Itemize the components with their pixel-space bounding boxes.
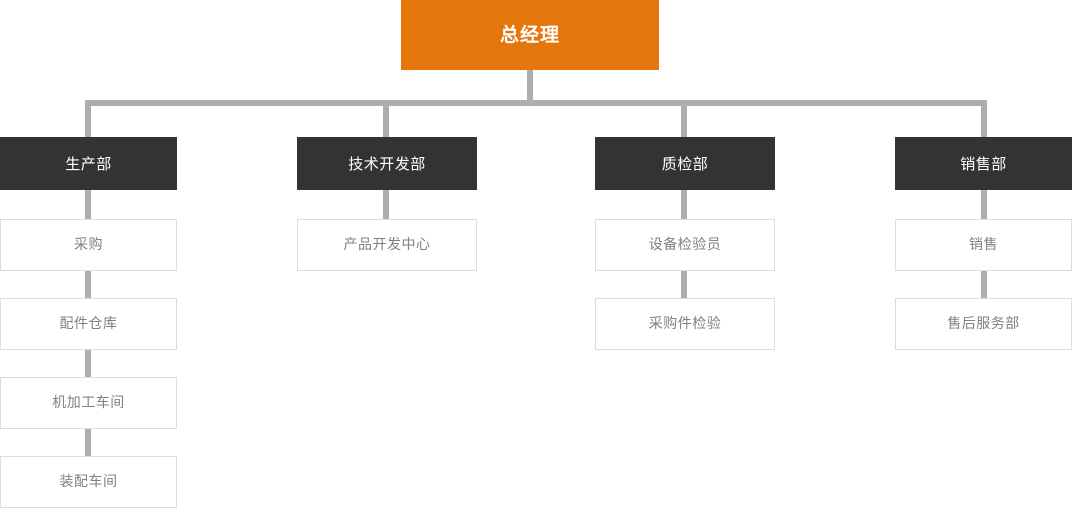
- org-node-dept-1-child-3[interactable]: 机加工车间: [0, 377, 177, 429]
- org-node-dept-4[interactable]: 销售部: [895, 137, 1072, 190]
- org-node-dept-4-label: 销售部: [960, 154, 1007, 173]
- org-node-dept-1-child-1[interactable]: 采购: [0, 219, 177, 271]
- connector-bus: [85, 100, 987, 106]
- org-node-dept-1-child-4-label: 装配车间: [59, 473, 118, 490]
- connector-dept-1-child-3: [85, 350, 91, 378]
- org-node-dept-4-child-1[interactable]: 销售: [895, 219, 1072, 271]
- org-node-dept-4-child-2-label: 售后服务部: [947, 315, 1020, 332]
- connector-root-stem: [527, 70, 533, 103]
- org-node-dept-3-child-2-label: 采购件检验: [648, 315, 722, 332]
- connector-bus-drop-2: [383, 100, 389, 137]
- org-node-dept-1-child-2[interactable]: 配件仓库: [0, 298, 177, 350]
- connector-bus-drop-4: [981, 100, 987, 137]
- connector-dept-4-child-2: [981, 271, 987, 299]
- org-node-dept-3[interactable]: 质检部: [595, 137, 775, 190]
- connector-dept-3-child-2: [681, 271, 687, 299]
- connector-dept-4-child-1: [981, 190, 987, 220]
- org-node-root[interactable]: 总经理: [401, 0, 659, 70]
- org-node-dept-3-child-2[interactable]: 采购件检验: [595, 298, 775, 350]
- org-node-dept-2-child-1[interactable]: 产品开发中心: [297, 219, 477, 271]
- org-node-dept-1-child-2-label: 配件仓库: [59, 315, 118, 332]
- connector-dept-2-child-1: [383, 190, 389, 220]
- connector-dept-1-child-4: [85, 429, 91, 457]
- connector-bus-drop-3: [681, 100, 687, 137]
- connector-dept-3-child-1: [681, 190, 687, 220]
- org-node-dept-4-child-2[interactable]: 售后服务部: [895, 298, 1072, 350]
- org-node-dept-2-child-1-label: 产品开发中心: [343, 236, 431, 253]
- org-node-dept-1-child-4[interactable]: 装配车间: [0, 456, 177, 508]
- connector-dept-1-child-1: [85, 190, 91, 220]
- org-node-dept-2-label: 技术开发部: [348, 154, 426, 173]
- connector-dept-1-child-2: [85, 271, 91, 299]
- org-node-dept-4-child-1-label: 销售: [969, 236, 998, 253]
- org-node-dept-1-child-1-label: 采购: [74, 236, 103, 253]
- org-node-dept-1-label: 生产部: [65, 154, 112, 173]
- org-node-dept-3-label: 质检部: [661, 154, 709, 173]
- connector-bus-drop-1: [85, 100, 91, 137]
- org-node-root-label: 总经理: [499, 23, 560, 46]
- org-node-dept-2[interactable]: 技术开发部: [297, 137, 477, 190]
- org-node-dept-3-child-1[interactable]: 设备检验员: [595, 219, 775, 271]
- org-node-dept-1-child-3-label: 机加工车间: [52, 394, 125, 411]
- org-node-dept-3-child-1-label: 设备检验员: [648, 236, 722, 253]
- org-node-dept-1[interactable]: 生产部: [0, 137, 177, 190]
